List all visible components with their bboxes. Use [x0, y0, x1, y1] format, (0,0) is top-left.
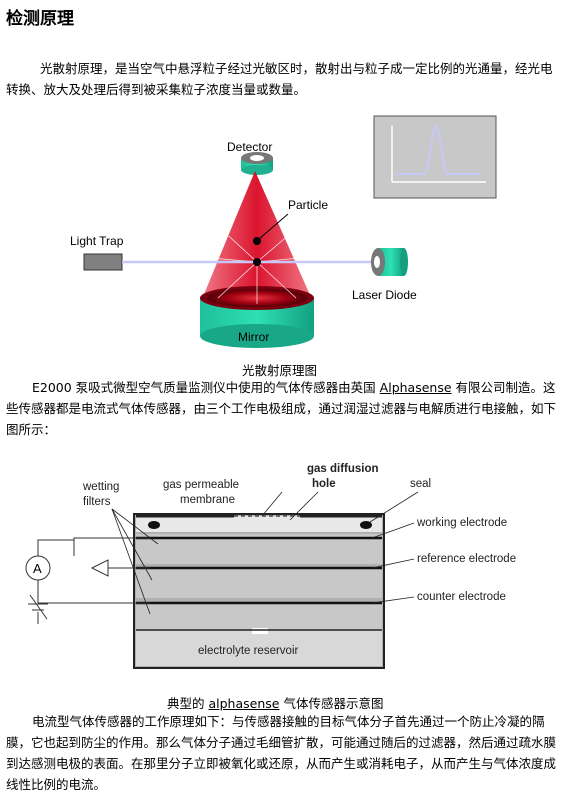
figure2-caption-brand[interactable]: alphasense	[208, 696, 280, 711]
laser-diode	[371, 248, 408, 276]
figure1-caption: 光散射原理图	[242, 363, 318, 378]
mirror	[200, 286, 314, 348]
principle-paragraph: 电流型气体传感器的工作原理如下：与传感器接触的目标气体分子首先通过一个防止冷凝的…	[6, 714, 557, 792]
detector-label: Detector	[227, 140, 272, 154]
membrane-label: gas permeable	[163, 479, 239, 491]
seal-ring	[148, 521, 160, 529]
wetting-filters-label-2: filters	[83, 496, 111, 508]
membrane-label-2: membrane	[180, 494, 235, 506]
mirror-label: Mirror	[238, 330, 269, 344]
top-cap	[136, 516, 382, 532]
sensor-paragraph-post: 有限公司制造。这些传感器都是电流式气体传感器，由三个工作电极组成，通过润湿过滤器…	[6, 380, 557, 437]
gas-sensor-diagram: wetting filters gas permeable membrane g…	[25, 463, 516, 669]
gas-diffusion-hole-label: gas diffusion	[307, 463, 379, 475]
electrolyte-reservoir	[136, 630, 382, 666]
seal-label: seal	[410, 478, 431, 490]
detector	[241, 152, 273, 175]
ammeter	[25, 555, 51, 581]
wetting-filters-label: wetting	[82, 481, 119, 493]
electrolyte-reservoir-label: electrolyte reservoir	[198, 645, 299, 657]
figure2-caption-post: 气体传感器示意图	[279, 696, 384, 711]
light-trap-label: Light Trap	[70, 234, 124, 248]
light-scattering-diagram: Detector Mirror Light Trap Laser Diode P…	[70, 115, 497, 348]
sensor-paragraph: E2000 泵吸式微型空气质量监测仪中使用的气体传感器由英国 Alphasens…	[6, 377, 560, 440]
counter-electrode-label: counter electrode	[417, 591, 506, 603]
signal-plot	[373, 115, 497, 199]
counter-layer	[136, 602, 382, 630]
ammeter-label: A	[33, 561, 42, 576]
reference-layer	[136, 568, 382, 598]
reservoir-wick	[252, 628, 268, 634]
pointer-lines	[111, 491, 419, 615]
particle-pointer	[258, 213, 289, 240]
intro-paragraph: 光散射原理，是当空气中悬浮粒子经过光敏区时，散射出与粒子成一定比例的光通量，经光…	[6, 61, 553, 97]
figure2-caption-pre: 典型的	[167, 696, 209, 711]
particle-dot	[253, 258, 261, 266]
seal-ring	[360, 521, 372, 529]
reference-electrode-label: reference electrode	[417, 553, 516, 565]
section-heading: 检测原理	[6, 9, 74, 29]
particle-label: Particle	[288, 198, 328, 212]
working-electrode-label: working electrode	[416, 517, 507, 529]
alphasense-link[interactable]: Alphasense	[379, 380, 452, 395]
figure2-caption: 典型的 alphasense 气体传感器示意图	[167, 693, 383, 712]
laser-diode-label: Laser Diode	[352, 288, 417, 302]
light-trap	[83, 253, 123, 271]
sensor-paragraph-pre: E2000 泵吸式微型空气质量监测仪中使用的气体传感器由英国	[32, 380, 380, 395]
external-circuit	[28, 537, 150, 624]
gas-diffusion-hole-label-2: hole	[312, 478, 336, 490]
